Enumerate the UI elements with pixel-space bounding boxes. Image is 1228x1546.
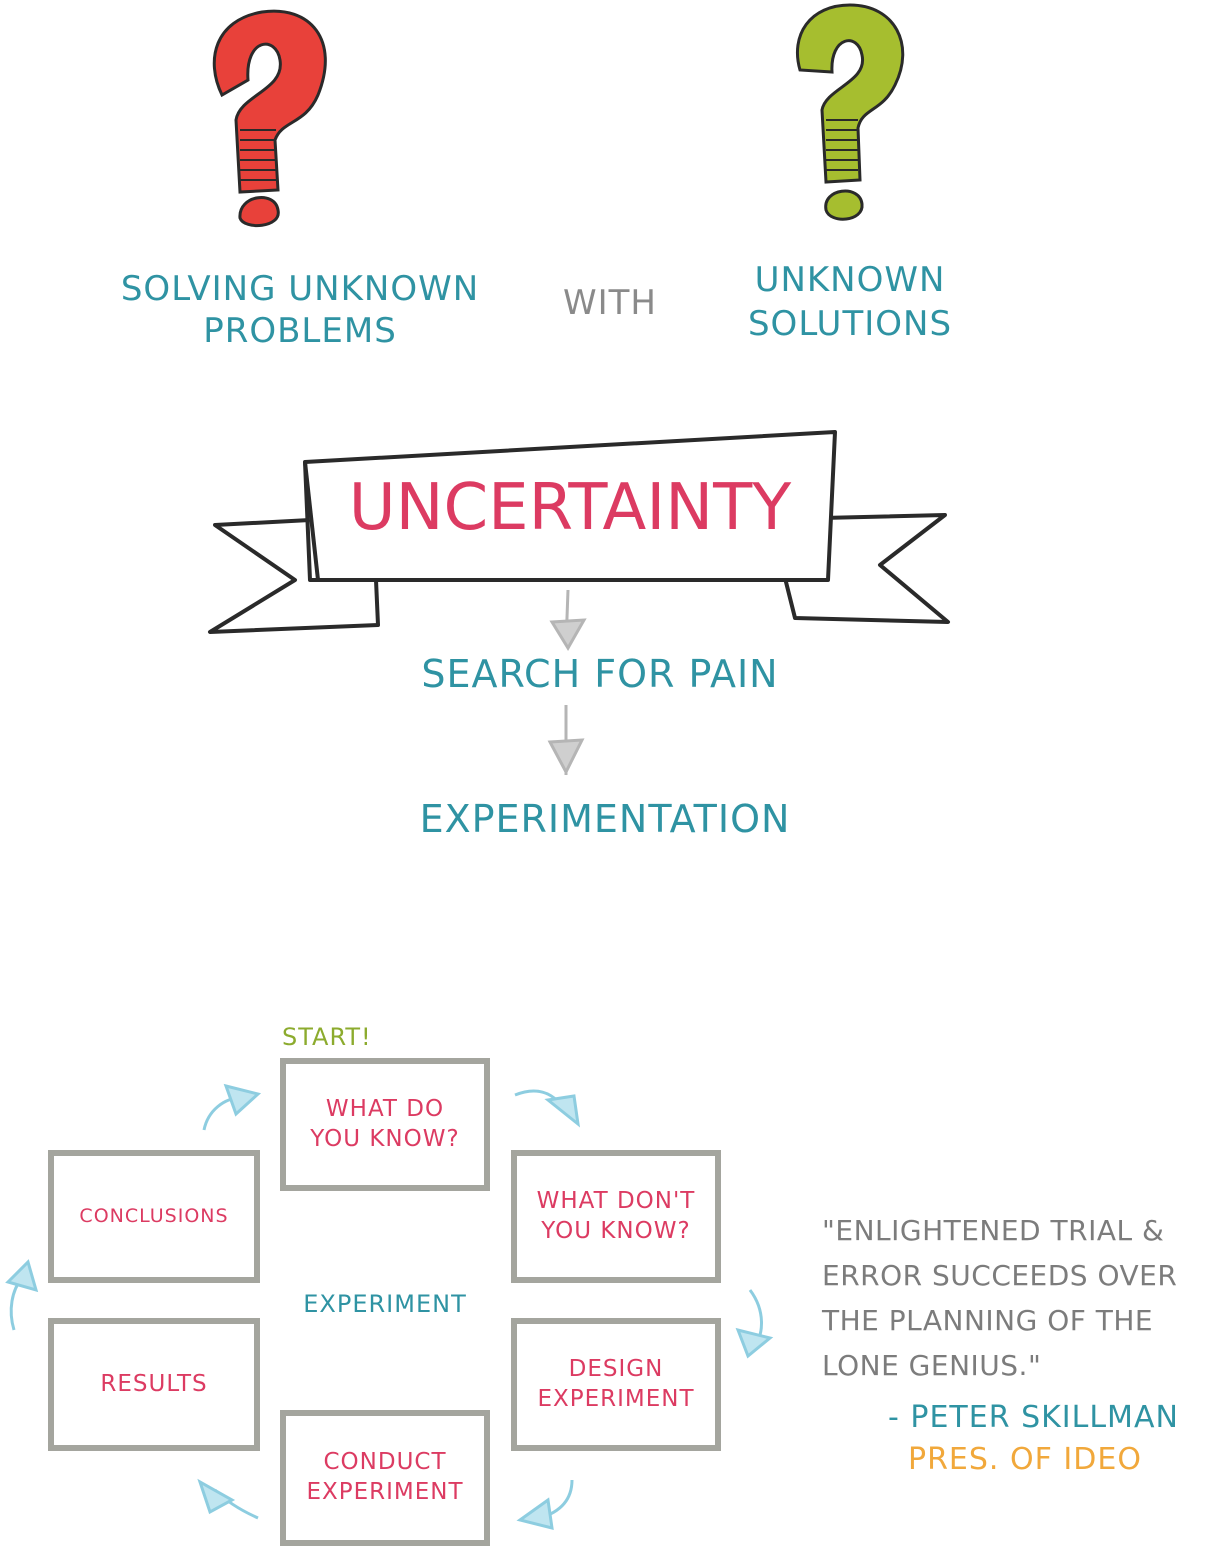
quote-text: "ENLIGHTENED TRIAL & ERROR SUCCEEDS OVER…	[822, 1214, 1178, 1382]
start-label: START!	[282, 1023, 372, 1051]
cycle-box-what-dont-you-know: WHAT DON'T YOU KNOW?	[511, 1150, 721, 1283]
left-caption: SOLVING UNKNOWN PROBLEMS	[120, 269, 480, 351]
cycle-box-what-do-you-know: WHAT DO YOU KNOW?	[280, 1058, 490, 1191]
cycle-box-label: WHAT DON'T YOU KNOW?	[536, 1187, 696, 1244]
quote-author: - PETER SKILLMAN	[888, 1400, 1179, 1435]
with-label: WITH	[563, 283, 657, 323]
cycle-box-results: RESULTS	[48, 1318, 260, 1451]
cycle-box-label: RESULTS	[100, 1370, 208, 1397]
right-caption: UNKNOWN SOLUTIONS	[747, 260, 953, 344]
flow-step-experimentation: EXPERIMENTATION	[419, 797, 791, 841]
question-mark-icon-red	[212, 9, 327, 228]
banner-title: UNCERTAINTY	[348, 471, 792, 545]
cycle-box-label: CONDUCT EXPERIMENT	[306, 1449, 464, 1505]
cycle-box-design-experiment: DESIGN EXPERIMENT	[511, 1318, 721, 1451]
cycle-box-conduct-experiment: CONDUCT EXPERIMENT	[280, 1410, 490, 1546]
down-arrow-icon	[547, 589, 587, 776]
quote-author-role: PRES. OF IDEO	[908, 1442, 1142, 1477]
cycle-arrows	[5, 1083, 774, 1530]
cycle-box-conclusions: CONCLUSIONS	[48, 1150, 260, 1283]
cycle-box-label: WHAT DO YOU KNOW?	[310, 1095, 460, 1152]
question-mark-icon-green	[795, 3, 905, 221]
banner	[208, 430, 950, 634]
cycle-center-label: EXPERIMENT	[303, 1290, 467, 1318]
cycle-box-label: DESIGN EXPERIMENT	[537, 1355, 695, 1412]
cycle-box-label: CONCLUSIONS	[79, 1205, 229, 1228]
flow-step-search-for-pain: SEARCH FOR PAIN	[421, 652, 779, 696]
